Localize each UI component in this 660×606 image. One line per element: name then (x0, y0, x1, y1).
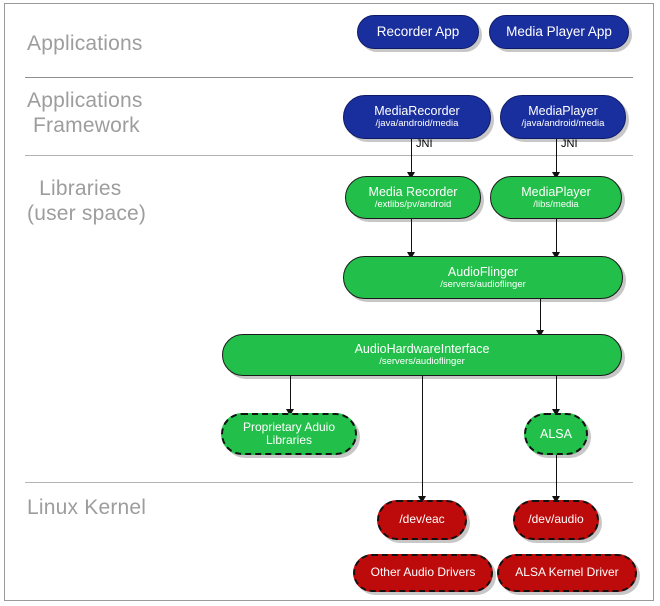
node-audioflinger-title: AudioFlinger (447, 264, 519, 279)
edge-alsa-to-dev-audio-line (556, 455, 557, 500)
node-media-recorder-lib-subtitle: /extlibs/pv/android (374, 198, 452, 210)
node-media-player-app[interactable]: Media Player App (489, 15, 629, 49)
layer-label-libraries-line1: Libraries (27, 177, 122, 200)
node-recorder-app[interactable]: Recorder App (357, 15, 479, 49)
node-audioflinger-subtitle: /servers/audioflinger (440, 278, 526, 290)
edge-ahi-to-alsa-line (556, 376, 557, 413)
node-other-audio-drivers[interactable]: Other Audio Drivers (353, 554, 493, 592)
node-proprietary-audio-libs[interactable]: Proprietary Aduio Libraries (221, 413, 357, 455)
edge-ahi-to-dev-eac-line (422, 376, 423, 500)
edge-mediarecorder-to-media-recorder-lib-line (411, 139, 412, 176)
node-mediaplayer-lib-title: MediaPlayer (521, 184, 591, 199)
node-alsa[interactable]: ALSA (524, 413, 588, 455)
edge-label-jni-player: JNI (561, 138, 578, 150)
node-alsa-kernel-driver[interactable]: ALSA Kernel Driver (497, 554, 637, 592)
node-proprietary-audio-libs-title: Proprietary Aduio (242, 419, 336, 434)
layer-label-applications-framework-line1: Applications (27, 89, 143, 112)
layer-label-libraries-line2: (user space) (27, 202, 147, 225)
node-mediarecorder-framework-title: MediaRecorder (374, 104, 460, 119)
node-audiohardwareinterface-subtitle: /servers/audioflinger (379, 356, 465, 368)
node-mediaplayer-lib[interactable]: MediaPlayer /libs/media (490, 176, 622, 219)
node-proprietary-audio-libs-subtitle: Libraries (265, 433, 313, 447)
node-dev-eac[interactable]: /dev/eac (377, 500, 467, 540)
edge-label-jni-recorder: JNI (416, 138, 433, 150)
node-mediarecorder-framework-subtitle: /java/android/media (375, 118, 459, 130)
node-alsa-kernel-driver-title: ALSA Kernel Driver (515, 565, 619, 580)
edge-media-recorder-lib-to-audioflinger-line (411, 219, 412, 256)
edge-mediaplayer-lib-to-audioflinger-line (556, 219, 557, 256)
node-dev-eac-title: /dev/eac (399, 512, 445, 527)
node-recorder-app-title: Recorder App (376, 24, 460, 40)
edge-ahi-to-proprietary-line (290, 376, 291, 413)
node-mediaplayer-framework-title: MediaPlayer (528, 104, 598, 119)
node-mediaplayer-framework[interactable]: MediaPlayer /java/android/media (500, 95, 626, 139)
node-media-player-app-title: Media Player App (506, 24, 612, 40)
node-mediarecorder-framework[interactable]: MediaRecorder /java/android/media (343, 95, 491, 139)
node-mediaplayer-lib-subtitle: /libs/media (533, 198, 579, 210)
node-other-audio-drivers-title: Other Audio Drivers (370, 565, 476, 580)
node-alsa-title: ALSA (540, 427, 572, 441)
layer-label-applications-framework-line2: Framework (27, 114, 140, 137)
node-dev-audio[interactable]: /dev/audio (513, 500, 599, 540)
node-media-recorder-lib-title: Media Recorder (368, 184, 458, 199)
edge-mediaplayer-to-mediaplayer-lib-line (556, 139, 557, 176)
layer-label-applications: Applications (27, 32, 143, 55)
node-mediaplayer-framework-subtitle: /java/android/media (521, 118, 605, 130)
divider-applications-framework (25, 155, 633, 156)
edge-audioflinger-to-ahi-line (540, 299, 541, 334)
node-audioflinger[interactable]: AudioFlinger /servers/audioflinger (343, 256, 623, 299)
node-audiohardwareinterface[interactable]: AudioHardwareInterface /servers/audiofli… (222, 334, 622, 376)
node-dev-audio-title: /dev/audio (528, 512, 584, 527)
divider-linux-kernel (25, 482, 633, 483)
node-media-recorder-lib[interactable]: Media Recorder /extlibs/pv/android (345, 176, 481, 219)
node-audiohardwareinterface-title: AudioHardwareInterface (354, 342, 490, 357)
layer-label-linux-kernel: Linux Kernel (27, 496, 147, 519)
divider-applications (25, 77, 633, 78)
